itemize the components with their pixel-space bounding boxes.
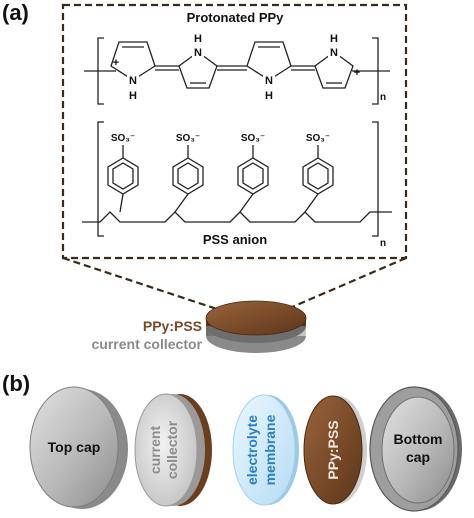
ppy-structure bbox=[84, 37, 390, 105]
svg-text:N: N bbox=[265, 75, 273, 87]
ppy-repeat-n: n bbox=[380, 92, 386, 103]
pss-repeat-n: n bbox=[380, 238, 386, 249]
pss-backbone bbox=[82, 211, 392, 223]
current-collector: current collector bbox=[134, 393, 212, 507]
svg-text:H: H bbox=[129, 90, 137, 102]
sulfonate-3: SO₃⁻ bbox=[241, 133, 265, 144]
coated-disk bbox=[205, 300, 307, 353]
top-cap: Top cap bbox=[29, 386, 128, 509]
pss-bracket-right bbox=[372, 121, 379, 237]
svg-text:+: + bbox=[113, 57, 119, 69]
svg-text:N: N bbox=[129, 75, 137, 87]
bottom-cap: Bottom cap bbox=[369, 386, 462, 512]
bottom-cap-label-1: Bottom bbox=[394, 431, 443, 447]
panel-b-label: (b) bbox=[2, 371, 30, 396]
current-collector-label-1: current bbox=[147, 426, 163, 475]
pss-bracket-left bbox=[97, 121, 104, 237]
zoom-box bbox=[61, 3, 408, 260]
bottom-cap-label-2: cap bbox=[406, 449, 430, 465]
sulfonate-4: SO₃⁻ bbox=[306, 133, 330, 144]
polymer-title: Protonated PPy bbox=[187, 10, 285, 25]
electrolyte-label-2: membrane bbox=[262, 414, 278, 485]
sulfonate-1: SO₃⁻ bbox=[111, 133, 135, 144]
electrolyte-label-1: electrolyte bbox=[244, 415, 260, 485]
pyrrole-ring-4 bbox=[314, 51, 354, 89]
svg-text:N: N bbox=[330, 47, 338, 59]
top-cap-label: Top cap bbox=[48, 439, 101, 455]
svg-text:H: H bbox=[194, 33, 202, 45]
anion-title: PSS anion bbox=[203, 232, 267, 247]
svg-text:+: + bbox=[354, 67, 360, 79]
panel-a-label: (a) bbox=[2, 0, 29, 25]
disk-label-current-collector: current collector bbox=[92, 336, 203, 352]
svg-text:H: H bbox=[265, 90, 273, 102]
svg-text:H: H bbox=[330, 33, 338, 45]
pyrrole-ring-1 bbox=[110, 41, 156, 81]
current-collector-label-2: collector bbox=[164, 420, 180, 479]
ppy-atom-labels: N H + N H N H N H + n bbox=[113, 33, 386, 103]
pss-structure bbox=[82, 121, 392, 237]
pyrrole-ring-2 bbox=[178, 51, 218, 89]
electrolyte-membrane: electrolyte membrane bbox=[232, 394, 299, 506]
pss-labels: SO₃⁻ SO₃⁻ SO₃⁻ SO₃⁻ n bbox=[111, 133, 386, 249]
svg-text:N: N bbox=[194, 47, 202, 59]
ppy-pss-label: PPy:PSS bbox=[325, 420, 341, 479]
sulfonate-2: SO₃⁻ bbox=[176, 133, 200, 144]
zoom-line-right bbox=[261, 256, 407, 322]
disk-label-ppy-pss: PPy:PSS bbox=[143, 318, 202, 334]
ppy-pss-layer: PPy:PSS bbox=[303, 395, 367, 505]
pyrrole-ring-3 bbox=[246, 41, 292, 81]
